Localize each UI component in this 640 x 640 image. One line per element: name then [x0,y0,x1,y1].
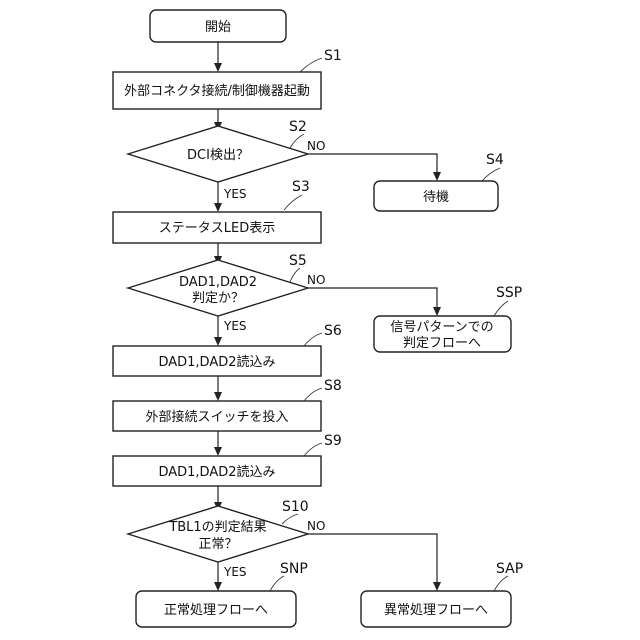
sap-label: SAP [496,561,523,577]
s2-no-label: NO [307,139,325,153]
s5-text-line1: DAD1,DAD2 [179,275,257,290]
s1-leader [300,58,322,72]
s6-label: S6 [324,323,342,339]
arrowhead [214,447,222,456]
sap-text: 異常処理フローへ [384,603,488,618]
process-sap: 異常処理フローへ SAP [361,561,523,627]
s10-no-label: NO [307,519,325,533]
arrowhead [214,337,222,346]
s3-leader [284,195,302,210]
snp-leader [270,576,284,591]
edge-s2-s4 [308,154,437,176]
arrowhead [433,172,441,181]
s5-no-label: NO [307,273,325,287]
snp-label: SNP [280,561,308,577]
s9-leader [304,443,322,456]
process-s4: 待機 S4 [374,152,504,211]
ssp-text-line1: 信号パターンでの [390,320,493,335]
s10-leader [282,514,298,524]
s8-text: 外部接続スイッチを投入 [145,409,288,425]
s2-yes-label: YES [223,187,247,201]
arrowhead [433,582,441,591]
edge-s5-ssp [308,288,437,311]
s8-leader [304,388,322,401]
process-s1: 外部コネクタ接続/制御機器起動 S1 [113,48,342,109]
s4-text: 待機 [423,190,449,205]
arrowhead [214,392,222,401]
s9-text: DAD1,DAD2読込み [158,464,275,480]
s10-yes-label: YES [223,565,247,579]
ssp-label: SSP [496,285,522,301]
s9-label: S9 [324,433,342,449]
s6-text: DAD1,DAD2読込み [158,354,275,370]
connectors [218,42,437,586]
s1-text: 外部コネクタ接続/制御機器起動 [124,83,310,99]
arrowhead [214,203,222,212]
s3-text: ステータスLED表示 [159,221,275,236]
s4-label: S4 [486,152,504,168]
decision-s5: DAD1,DAD2 判定か？ S5 NO YES [128,253,325,333]
sap-leader [494,576,508,591]
s10-label: S10 [282,499,309,515]
ssp-leader [494,301,508,316]
arrowhead [433,307,441,316]
s5-text-line2: 判定か？ [192,291,244,306]
process-snp: 正常処理フローへ SNP [136,561,308,627]
start-text: 開始 [205,20,231,35]
edge-s10-sap [308,534,437,586]
process-s3: ステータスLED表示 S3 [113,179,321,243]
s5-leader [290,268,300,282]
s4-leader [482,168,500,181]
s10-text-line1: TBL1の判定結果 [168,520,266,535]
arrowhead [214,63,222,72]
process-ssp: 信号パターンでの 判定フローへ SSP [374,285,522,352]
s8-label: S8 [324,378,342,394]
arrowhead [214,582,222,591]
s2-text: DCI検出？ [187,148,249,163]
snp-text: 正常処理フローへ [164,603,268,618]
s5-yes-label: YES [223,319,247,333]
process-s9: DAD1,DAD2読込み S9 [113,433,342,486]
s3-label: S3 [292,179,310,195]
s1-label: S1 [324,48,342,64]
s5-label: S5 [289,253,307,269]
s2-leader [290,134,304,148]
s6-leader [304,333,322,346]
s10-text-line2: 正常？ [198,537,237,552]
s2-label: S2 [289,119,307,135]
start-node: 開始 [150,10,286,42]
ssp-text-line2: 判定フローへ [403,336,481,351]
process-s8: 外部接続スイッチを投入 S8 [113,378,342,431]
